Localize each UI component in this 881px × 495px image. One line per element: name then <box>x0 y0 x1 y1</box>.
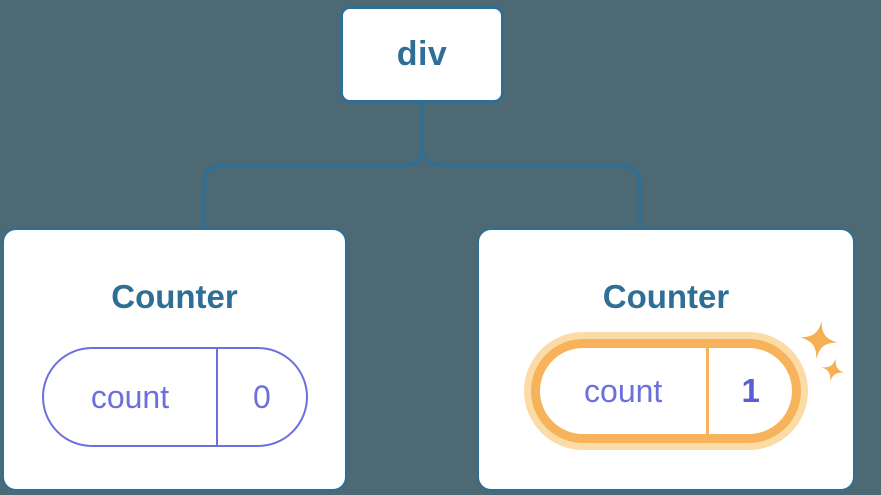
root-node-label: div <box>396 35 448 73</box>
sparkle-small-icon <box>821 358 845 382</box>
counter-card-right: Counter count 1 <box>477 228 855 491</box>
state-label: count <box>44 349 219 445</box>
state-pill-highlighted: count 1 <box>531 339 801 443</box>
state-value: 1 <box>741 372 760 409</box>
component-title: Counter <box>111 278 238 315</box>
tree-node-div: div <box>340 6 504 103</box>
state-value: 0 <box>253 378 271 415</box>
connector-branch-right <box>420 146 642 230</box>
sparkle-large-icon <box>799 320 839 360</box>
connector-branch-left <box>202 103 424 230</box>
state-label: count <box>540 348 710 434</box>
counter-card-left: Counter count 0 <box>2 228 347 491</box>
component-title: Counter <box>602 278 730 315</box>
state-pill: count 0 <box>41 347 308 447</box>
